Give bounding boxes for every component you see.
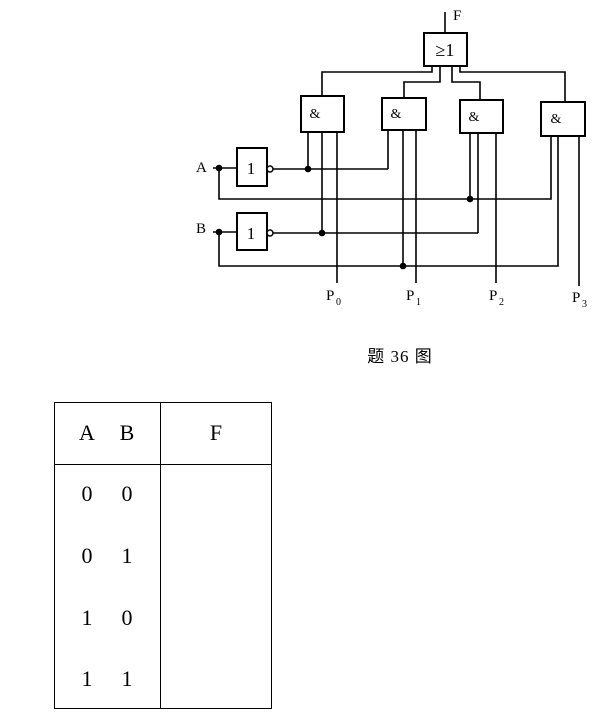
truth-table: A B F 0 0 0 1 1 0 1 1 [54,402,272,709]
or-gate: ≥1 [423,32,468,67]
circuit-wires [213,12,580,286]
and-gate-p0: & [300,95,345,133]
svg-text:P: P [489,288,497,304]
table-cell-a: 0 [81,543,93,568]
header-a: A [79,420,95,445]
table-divider-vertical [160,403,161,708]
and-gate-symbol: & [310,107,321,122]
table-cell-b: 1 [121,543,133,568]
logic-circuit-diagram: ≥1 & & & & 1 1 F A B P 0 P 1 P 2 [196,8,587,310]
svg-text:P: P [406,288,414,304]
inversion-bubble [266,229,274,237]
table-cell-b: 1 [121,666,133,691]
not-gate-symbol: 1 [247,224,256,243]
input-label-b: B [196,221,206,237]
header-b: B [119,420,135,445]
and-gate-p1: & [381,97,427,131]
and-gate-p2: & [459,99,504,134]
header-f: F [209,420,223,445]
svg-text:1: 1 [416,297,421,308]
svg-text:P: P [326,288,334,304]
table-cell-a: 0 [81,481,93,506]
table-cell-a: 1 [81,605,93,630]
p-label-0: P 0 [326,288,341,308]
inversion-bubble [266,165,274,173]
p-label-3: P 3 [572,290,587,310]
table-cell-b: 0 [121,605,133,630]
output-label-f: F [453,8,461,24]
p-label-2: P 2 [489,288,504,308]
not-gate-b: 1 [236,212,274,251]
input-label-a: A [196,160,207,176]
and-gate-symbol: & [551,112,562,127]
svg-text:2: 2 [499,297,504,308]
or-gate-symbol: ≥1 [436,40,455,60]
table-cell-a: 1 [81,666,93,691]
and-gate-symbol: & [469,110,480,125]
not-gate-a: 1 [236,147,274,187]
p-label-1: P 1 [406,288,421,308]
and-gate-p3: & [540,101,586,137]
table-cell-b: 0 [121,481,133,506]
not-gate-symbol: 1 [247,159,256,178]
table-divider-horizontal [55,464,271,465]
svg-text:3: 3 [582,299,587,310]
svg-text:0: 0 [336,297,341,308]
and-gate-symbol: & [391,107,402,122]
svg-text:P: P [572,290,580,306]
figure-caption: 题 36 图 [367,347,433,366]
